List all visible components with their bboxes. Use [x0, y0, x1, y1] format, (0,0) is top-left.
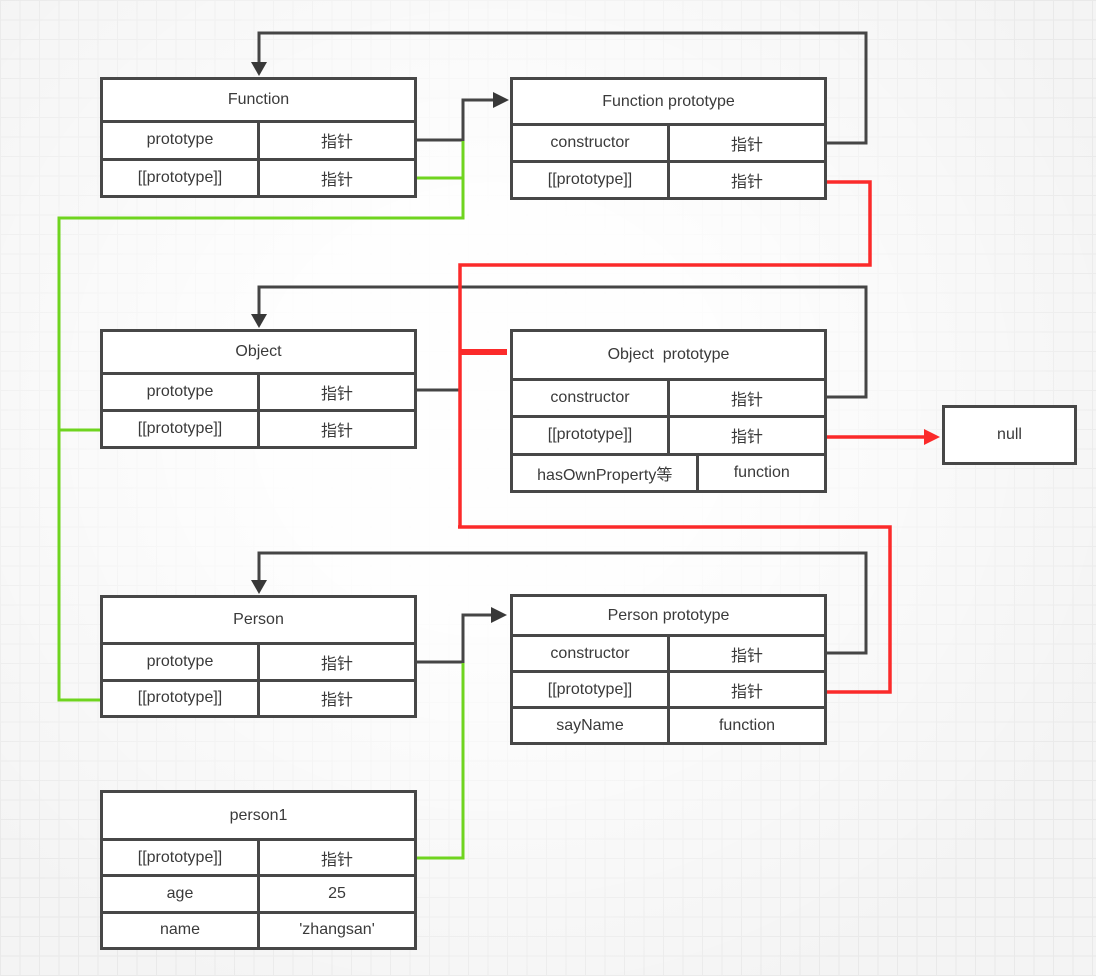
node-object-title: Object	[103, 332, 414, 375]
cell-value: 指针	[320, 134, 353, 152]
cell-key: constructor	[513, 381, 670, 416]
row-constructor: constructor 指针	[513, 126, 824, 160]
cell-value: 指针	[730, 683, 763, 701]
node-function-prototype-title: Function prototype	[513, 80, 824, 126]
edge-functionproto-constructor-to-function	[257, 31, 868, 145]
node-function-prototype: Function prototype constructor 指针 [[prot…	[510, 77, 827, 200]
cell-key: [[prototype]]	[513, 163, 670, 197]
edge-person-prototype-to-personproto	[417, 613, 493, 664]
cell-key: age	[103, 877, 260, 911]
row-internal-prototype: [[prototype]] 指针	[513, 415, 824, 453]
cell-value: 指针	[320, 171, 353, 189]
node-person-prototype: Person prototype constructor 指针 [[protot…	[510, 594, 827, 745]
row-constructor: constructor 指针	[513, 637, 824, 670]
row-sayname: sayName function	[513, 706, 824, 742]
node-function: Function prototype 指针 [[prototype]] 指针	[100, 77, 417, 198]
node-object-prototype: Object prototype constructor 指针 [[protot…	[510, 329, 827, 493]
arrowhead-right-functionproto	[493, 92, 509, 108]
arrowhead-down-person	[251, 580, 267, 594]
row-constructor: constructor 指针	[513, 381, 824, 416]
row-internal-prototype: [[prototype]] 指针	[103, 409, 414, 446]
cell-key: [[prototype]]	[103, 412, 260, 446]
row-internal-prototype: [[prototype]] 指针	[103, 157, 414, 195]
row-internal-prototype: [[prototype]] 指针	[103, 678, 414, 715]
node-person1: person1 [[prototype]] 指针 age 25 name 'zh…	[100, 790, 417, 950]
cell-key: sayName	[513, 709, 670, 742]
row-name: name 'zhangsan'	[103, 910, 414, 947]
edge-objectproto-constructor-to-object	[257, 285, 868, 399]
cell-value: 指针	[320, 692, 353, 710]
cell-value: 指针	[730, 137, 763, 154]
cell-value: 指针	[320, 851, 353, 869]
cell-key: [[prototype]]	[103, 160, 260, 195]
cell-key: [[prototype]]	[513, 418, 670, 453]
row-hasownproperty: hasOwnProperty等 function	[513, 452, 824, 490]
edge-personproto-constructor-to-person	[257, 551, 868, 655]
cell-key: prototype	[103, 123, 260, 158]
arrowhead-right-null	[924, 429, 940, 445]
cell-key: constructor	[513, 126, 670, 160]
cell-value: 指针	[730, 392, 763, 410]
edge-function-prototype-to-functionproto	[417, 98, 495, 142]
node-null-title: null	[997, 426, 1022, 443]
cell-value: 'zhangsan'	[299, 921, 375, 939]
edge-personproto-proto-to-objectproto	[458, 525, 892, 694]
row-prototype: prototype 指针	[103, 645, 414, 679]
cell-key: constructor	[513, 637, 670, 670]
node-person: Person prototype 指针 [[prototype]] 指针	[100, 595, 417, 718]
row-age: age 25	[103, 874, 414, 911]
arrowhead-down-function	[251, 62, 267, 76]
cell-value: 指针	[320, 655, 353, 673]
cell-value: 指针	[730, 174, 763, 191]
cell-value: 指针	[320, 386, 353, 403]
row-internal-prototype: [[prototype]] 指针	[513, 160, 824, 197]
node-object: Object prototype 指针 [[prototype]] 指针	[100, 329, 417, 449]
cell-value: 25	[328, 884, 346, 902]
node-null: null	[942, 405, 1077, 465]
row-prototype: prototype 指针	[103, 375, 414, 409]
cell-value: function	[733, 463, 790, 481]
row-internal-prototype: [[prototype]] 指针	[103, 841, 414, 875]
row-prototype: prototype 指针	[103, 123, 414, 158]
cell-value: 指针	[320, 423, 353, 440]
cell-key: prototype	[103, 375, 260, 409]
arrowhead-right-personproto	[491, 607, 507, 623]
cell-key: [[prototype]]	[103, 841, 260, 875]
row-internal-prototype: [[prototype]] 指针	[513, 670, 824, 706]
node-object-prototype-title: Object prototype	[513, 332, 824, 381]
node-function-title: Function	[103, 80, 414, 123]
cell-value: 指针	[730, 429, 763, 447]
cell-key: prototype	[103, 645, 260, 679]
node-person-prototype-title: Person prototype	[513, 597, 824, 637]
edge-green-chain-to-object-person	[57, 141, 465, 702]
cell-value: 指针	[730, 647, 763, 665]
cell-key: [[prototype]]	[513, 673, 670, 706]
arrowhead-down-object	[251, 314, 267, 328]
node-person1-title: person1	[103, 793, 414, 841]
cell-key: [[prototype]]	[103, 681, 260, 715]
node-person-title: Person	[103, 598, 414, 645]
cell-key: hasOwnProperty等	[513, 455, 700, 490]
edge-person1-proto-green	[417, 663, 465, 860]
cell-value: function	[718, 716, 776, 734]
cell-key: name	[103, 913, 260, 947]
